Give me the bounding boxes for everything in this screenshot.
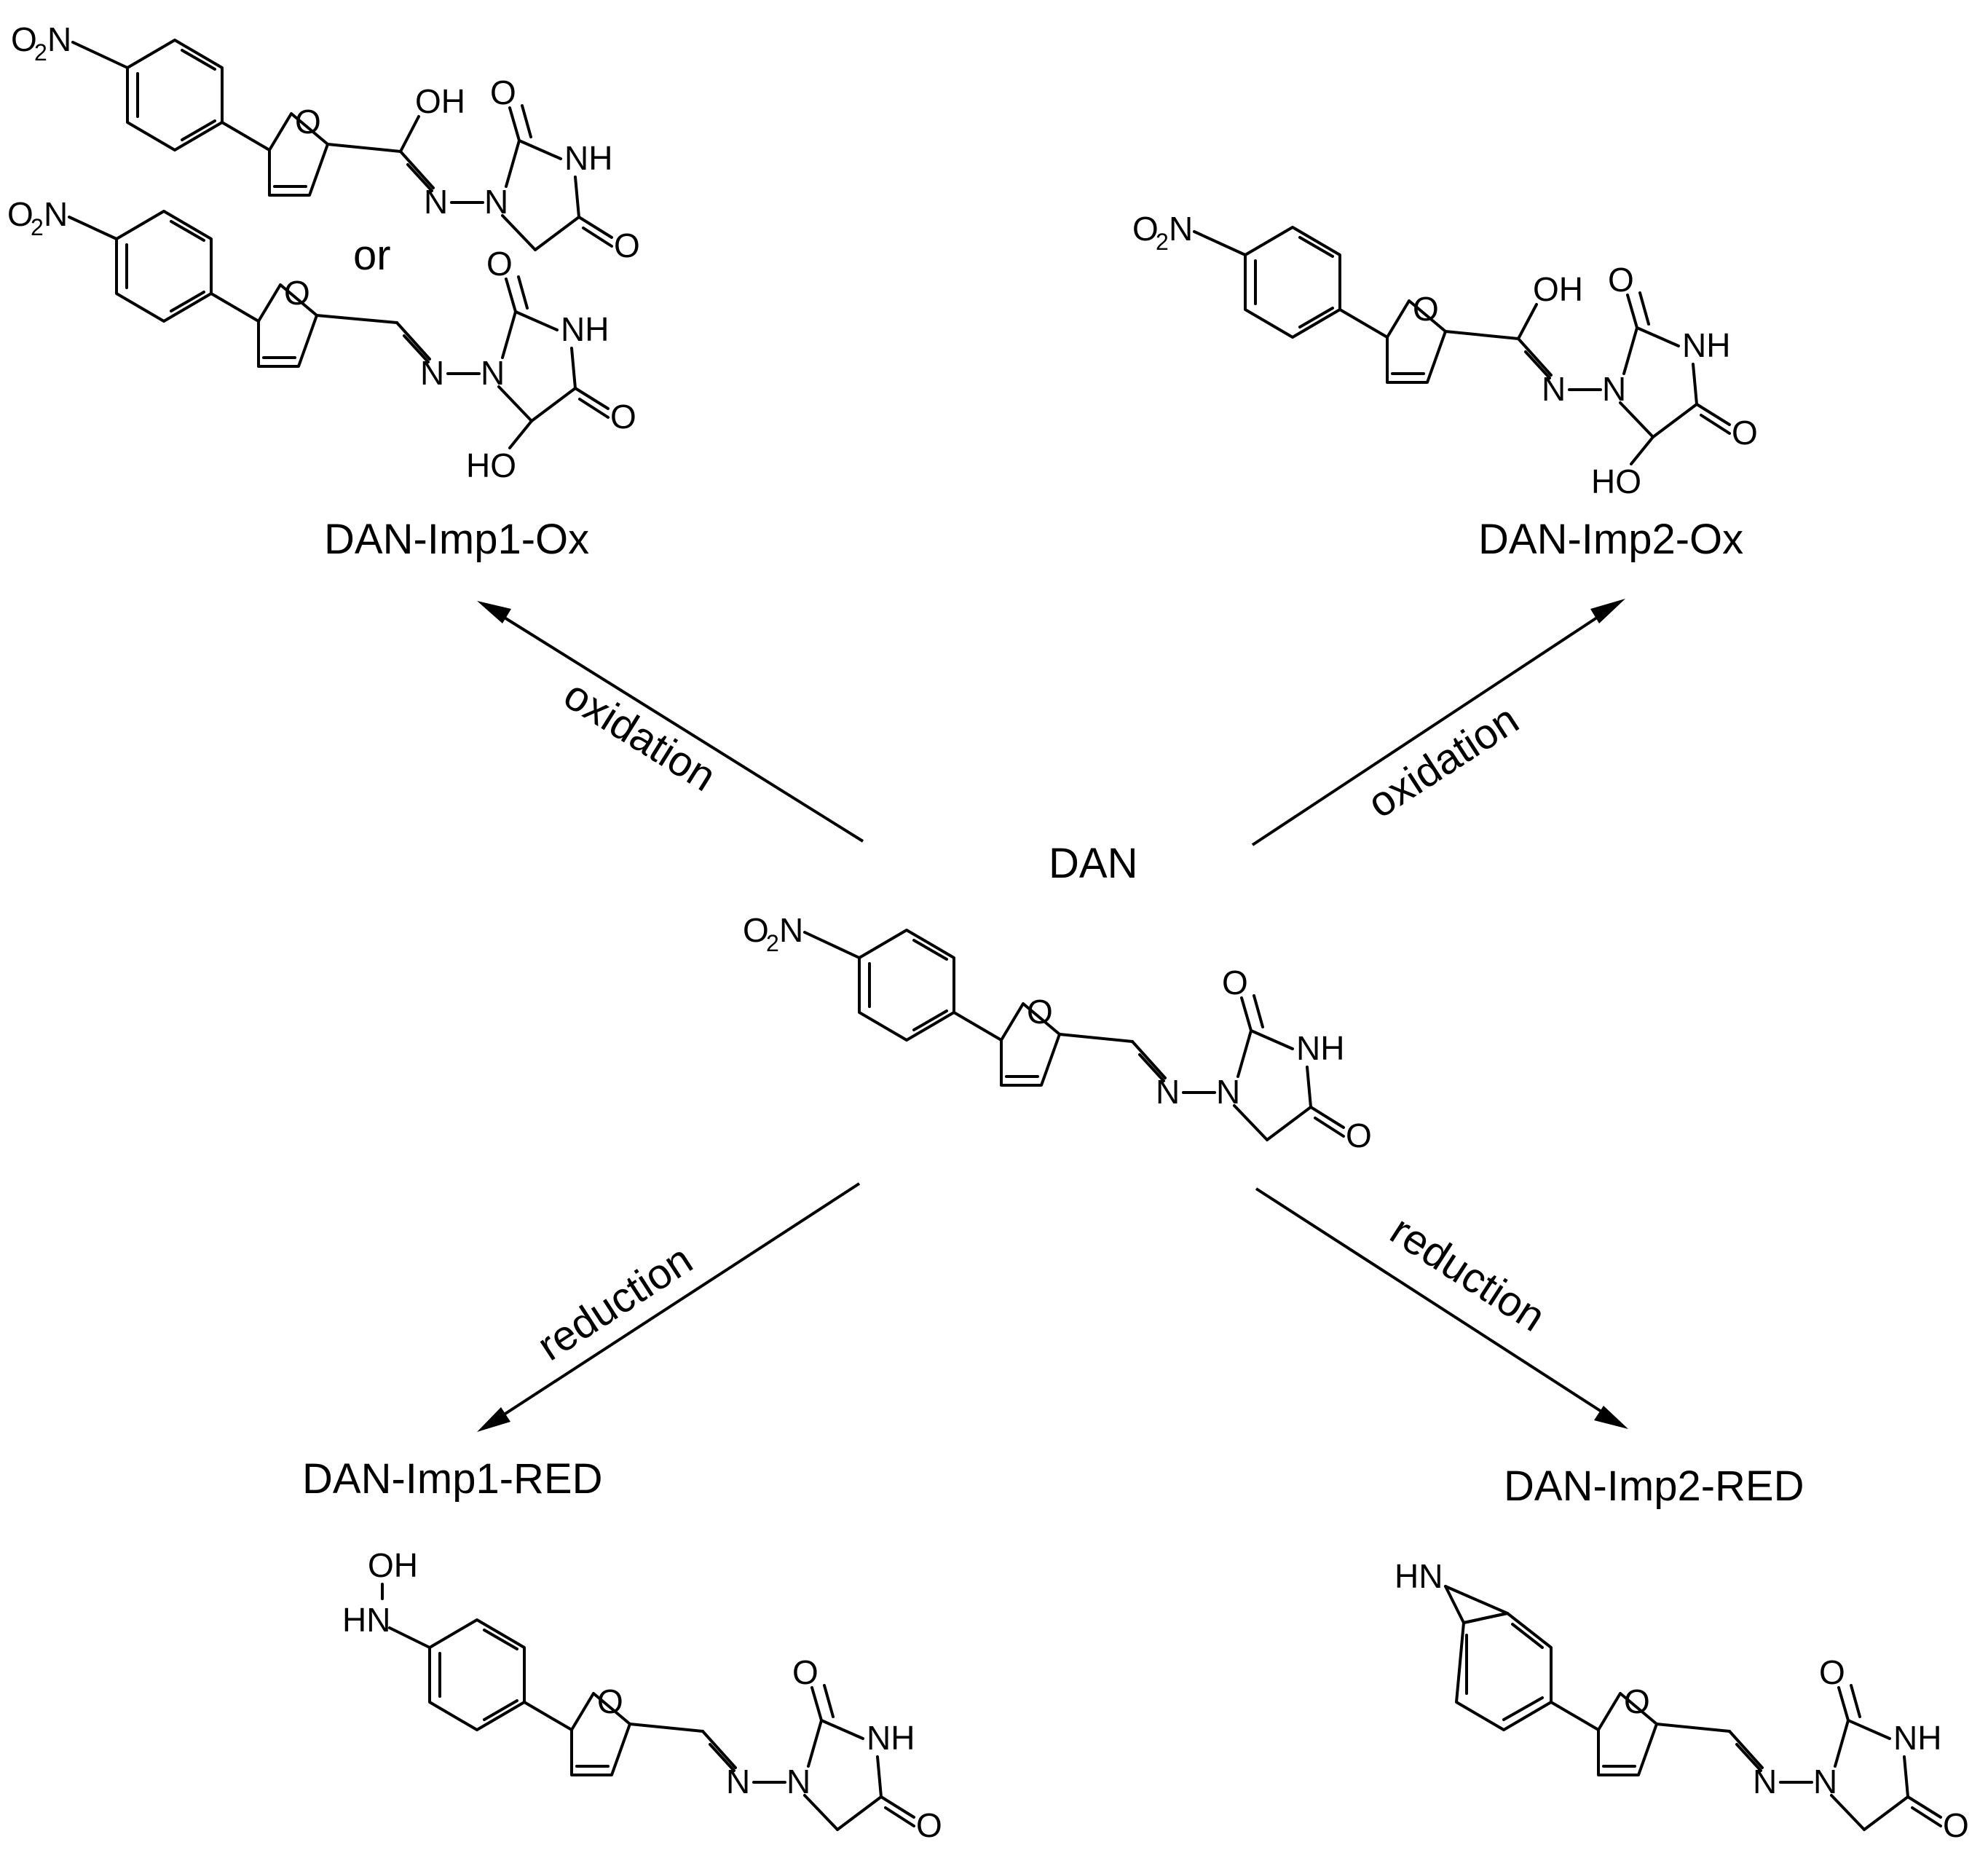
carbonyl-o-label: O [610, 398, 636, 436]
oh-label: OH [368, 1546, 418, 1584]
imide-nh-label: NH [564, 139, 612, 177]
dan-imp1-ox-label: DAN-Imp1-Ox [324, 516, 589, 563]
nitro-subscript: 2 [34, 39, 47, 66]
arrow-label-oxidation: oxidation [1360, 696, 1527, 827]
nitro-o-label: O [743, 911, 769, 949]
carbonyl-o-label: O [490, 74, 516, 111]
arrow-reduction-right: reduction [1255, 1187, 1628, 1429]
nitro-n-label: N [47, 20, 71, 58]
carbonyl-o-label: O [1943, 1806, 1969, 1844]
arrow-reduction-left: reduction [477, 1182, 861, 1432]
carbonyl-o-label: O [1222, 964, 1248, 1001]
carbonyl-o-label: O [792, 1653, 819, 1691]
ho-label: HO [466, 446, 516, 484]
arrow-label-reduction: reduction [1382, 1206, 1554, 1340]
imide-nh-label: NH [867, 1719, 915, 1757]
dan-imp1-red-structure: OH HN O N N O NH O [342, 1546, 942, 1844]
arrow-label-oxidation: oxidation [556, 671, 724, 800]
ring-n-label: N [1602, 370, 1626, 408]
imine-n-label: N [420, 354, 444, 392]
nitro-n-label: N [1169, 210, 1193, 248]
ho-label: HO [1591, 462, 1641, 500]
carbonyl-o-label: O [486, 245, 513, 283]
dan-imp2-ox-label: DAN-Imp2-Ox [1478, 516, 1743, 563]
dan-imp1-red-label: DAN-Imp1-RED [302, 1455, 603, 1503]
carbonyl-o-label: O [1732, 414, 1758, 452]
nitro-subscript: 2 [1156, 229, 1169, 255]
carbonyl-o-label: O [1346, 1117, 1372, 1154]
furan-o-label: O [1027, 993, 1053, 1031]
imide-nh-label: NH [1682, 326, 1730, 364]
carbonyl-o-label: O [1608, 261, 1634, 299]
furan-o-label: O [1413, 290, 1439, 328]
nitro-o-label: O [7, 195, 33, 233]
nitro-o-label: O [1132, 210, 1159, 248]
imine-n-label: N [726, 1763, 750, 1800]
ring-n-label: N [481, 354, 505, 392]
arrow-oxidation-right: oxidation [1251, 599, 1625, 846]
ring-n-label: N [786, 1763, 810, 1800]
oh-label: OH [415, 82, 465, 120]
dan-imp1-ox-structure-a: O 2 N O OH N N O NH O [11, 20, 640, 264]
oh-label: OH [1533, 270, 1583, 308]
dan-imp2-ox-structure: O 2 N O OH N N O NH O HO [1132, 210, 1758, 500]
arrow-oxidation-left: oxidation [477, 601, 864, 843]
carbonyl-o-label: O [614, 227, 640, 264]
nitro-subscript: 2 [31, 214, 44, 240]
nitro-o-label: O [11, 20, 37, 58]
furan-o-label: O [597, 1682, 623, 1720]
carbonyl-o-label: O [1819, 1653, 1845, 1691]
dan-structure: O 2 N O N N O NH O [743, 911, 1372, 1154]
dan-imp2-red-label: DAN-Imp2-RED [1504, 1463, 1804, 1510]
dan-imp1-ox-structure-b: O 2 N O N N O NH O HO [7, 195, 636, 484]
hn-label: HN [342, 1601, 390, 1639]
furan-o-label: O [295, 103, 321, 141]
furan-o-label: O [284, 274, 310, 312]
hn-label: HN [1395, 1557, 1443, 1595]
imide-nh-label: NH [1296, 1029, 1344, 1067]
furan-o-label: O [1624, 1682, 1650, 1720]
imide-nh-label: NH [561, 310, 609, 348]
imine-n-label: N [424, 183, 448, 221]
ring-n-label: N [1216, 1073, 1240, 1111]
dan-label: DAN [1049, 840, 1137, 887]
ring-n-label: N [1813, 1763, 1837, 1800]
nitro-subscript: 2 [766, 930, 779, 956]
imine-n-label: N [1156, 1073, 1180, 1111]
carbonyl-o-label: O [916, 1806, 942, 1844]
dan-imp2-red-structure: HN O N N O NH O [1395, 1557, 1969, 1844]
imine-n-label: N [1542, 370, 1566, 408]
or-label: or [353, 232, 391, 279]
imine-n-label: N [1753, 1763, 1777, 1800]
ring-n-label: N [484, 183, 508, 221]
nitro-n-label: N [44, 195, 68, 233]
imide-nh-label: NH [1893, 1719, 1941, 1757]
nitro-n-label: N [779, 911, 803, 949]
